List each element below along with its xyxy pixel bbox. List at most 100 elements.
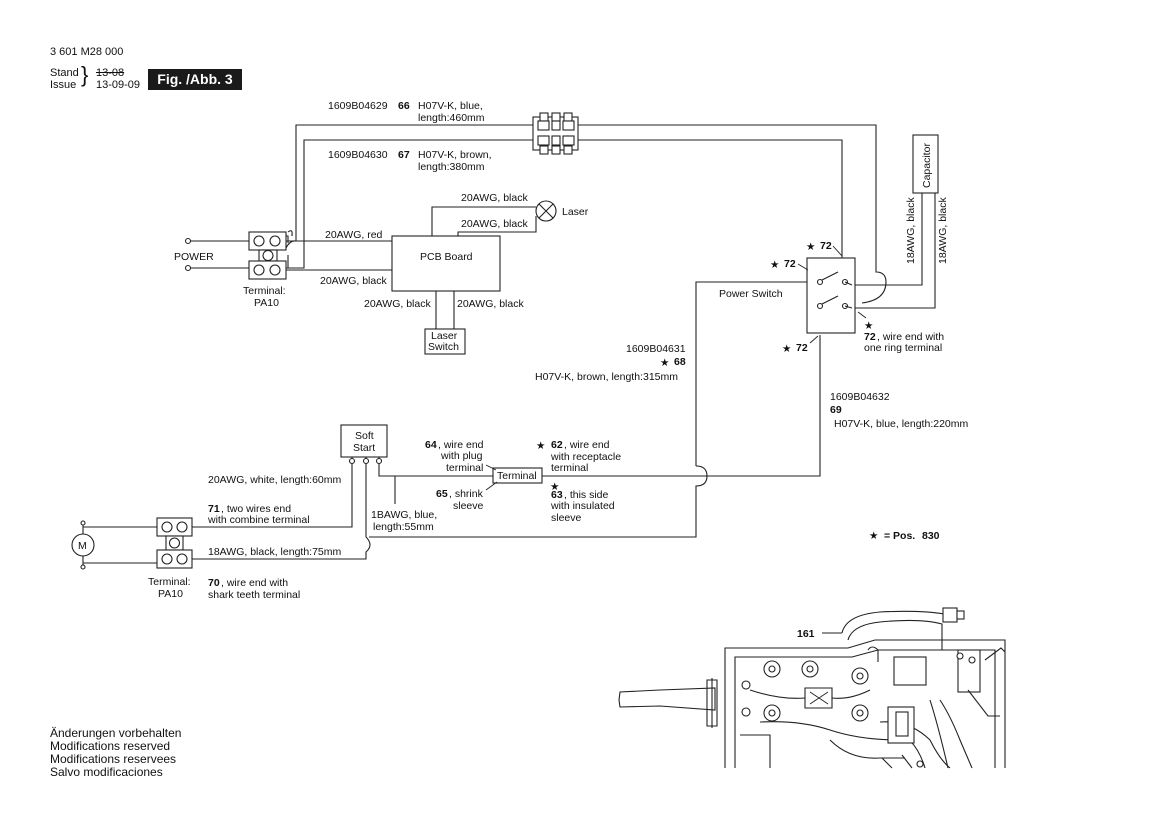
black-motor-label: 18AWG, black, length:75mm (208, 546, 342, 558)
stand-label: Stand (50, 67, 79, 79)
power-switch-label: Power Switch (719, 288, 783, 300)
laser-switch-label2: Switch (428, 341, 459, 353)
legend-num: 830 (922, 530, 940, 542)
terminal-top-label1: Terminal: (243, 285, 286, 297)
switch-wire2-label: 20AWG, black (457, 298, 524, 310)
callout-70-text1: , wire end with (221, 577, 288, 589)
cap-wire1-label: 18AWG, black (905, 197, 917, 264)
power-label: POWER (174, 251, 214, 263)
callout-64-text2: with plug (440, 450, 483, 462)
callout-64-text1: , wire end (438, 439, 484, 451)
w66-desc2: length:460mm (418, 112, 485, 124)
callout-62-text2: with receptacle (550, 451, 621, 463)
w69-num: 69 (830, 404, 842, 416)
terminal-bot-label2: PA10 (158, 588, 183, 600)
capacitor-label: Capacitor (921, 143, 933, 188)
star-icon: ★ (782, 343, 792, 355)
callout-62-text3: terminal (551, 462, 588, 474)
soft-start-label1: Soft (355, 430, 374, 442)
callout-64-text3: terminal (446, 462, 483, 474)
callout-63-text2: with insulated (550, 500, 615, 512)
callout-71-text1: , two wires end (221, 503, 291, 515)
callout-62-text1: , wire end (564, 439, 610, 451)
red-wire-label: 20AWG, red (325, 229, 383, 241)
callout-63-text1: , this side (564, 489, 609, 501)
callout-63-text3: sleeve (551, 512, 582, 524)
laser-switch-label1: Laser (431, 330, 458, 342)
w67-desc1: H07V-K, brown, (418, 149, 492, 161)
w67-part: 1609B04630 (328, 149, 388, 161)
star-icon: ★ (660, 357, 670, 369)
black-pcb-label: 20AWG, black (320, 275, 387, 287)
callout-72d-num: 72 (864, 331, 876, 343)
laser-switch (424, 328, 466, 355)
w66-desc1: H07V-K, blue, (418, 100, 483, 112)
callout-64-num: 64 (425, 439, 437, 451)
callout-70-text2: shark teeth terminal (208, 589, 300, 601)
soft-start (340, 424, 388, 465)
terminal-mid-label: Terminal (497, 470, 537, 482)
callout-62-num: 62 (551, 439, 563, 451)
cap-wire2-label: 18AWG, black (937, 197, 949, 264)
power-switch (806, 257, 856, 334)
w68-part: 1609B04631 (626, 343, 686, 355)
legend-prefix: = Pos. (884, 530, 915, 542)
star-icon: ★ (806, 241, 816, 253)
terminal-bot-label1: Terminal: (148, 576, 191, 588)
brace: } (81, 62, 89, 87)
blue-short-label1: 1BAWG, blue, (371, 509, 437, 521)
footer-notes: Änderungen vorbehalten Modifications res… (50, 727, 181, 779)
star-icon: ★ (550, 481, 560, 493)
issue-label: Issue (50, 79, 77, 91)
soft-start-label2: Start (353, 442, 375, 454)
terminal-block-bottom (156, 517, 193, 569)
star-icon: ★ (869, 530, 879, 542)
white-wire-label: 20AWG, white, length:60mm (208, 474, 342, 486)
footer-line: Modifications reservees (50, 752, 177, 766)
laser-lamp (535, 200, 557, 222)
callout-161: 161 (797, 628, 815, 640)
motor (71, 520, 157, 570)
callout-72a: 72 (820, 240, 832, 252)
callout-63-num: 63 (551, 489, 563, 501)
w67-num: 67 (398, 149, 410, 161)
footer-line: Modifications reserved (50, 739, 171, 753)
callout-65-num: 65 (436, 488, 448, 500)
capacitor (912, 134, 939, 194)
laser-wire2-label: 20AWG, black (461, 218, 528, 230)
terminal-mid (492, 467, 543, 484)
pcb-label: PCB Board (420, 251, 473, 263)
callout-72c: 72 (796, 342, 808, 354)
new-date: 13-09-09 (96, 79, 141, 91)
star-icon: ★ (770, 259, 780, 271)
callout-72d-text1: , wire end with (877, 331, 944, 343)
terminal-top-label2: PA10 (254, 297, 279, 309)
star-icon: ★ (864, 320, 874, 332)
footer-line: Änderungen vorbehalten (50, 726, 182, 740)
star-icon: ★ (536, 440, 546, 452)
switch-wire1-label: 20AWG, black (364, 298, 431, 310)
w68-desc: H07V-K, brown, length:315mm (535, 371, 678, 383)
w69-desc: H07V-K, blue, length:220mm (834, 418, 968, 430)
callout-72d-text2: one ring terminal (864, 342, 942, 354)
callout-65-text1: , shrink (449, 488, 484, 500)
old-date: 13-08 (96, 67, 125, 79)
callout-72b: 72 (784, 258, 796, 270)
w68-num: 68 (674, 356, 686, 368)
w66-num: 66 (398, 100, 410, 112)
w66-part: 1609B04629 (328, 100, 388, 112)
part-number: 3 601 M28 000 (50, 46, 124, 58)
laser-label: Laser (562, 206, 589, 218)
callout-71-text2: with combine terminal (207, 514, 310, 526)
w67-desc2: length:380mm (418, 161, 485, 173)
figure-tag: Fig. /Abb. 3 (148, 69, 242, 90)
motor-label: M (78, 540, 87, 552)
laser-wire1-label: 20AWG, black (461, 192, 528, 204)
callout-65-text2: sleeve (453, 500, 484, 512)
w69-part: 1609B04632 (830, 391, 890, 403)
inline-connector (532, 112, 579, 155)
terminal-block-top (248, 231, 287, 280)
callout-70-num: 70 (208, 577, 220, 589)
blue-short-label2: length:55mm (373, 521, 434, 533)
